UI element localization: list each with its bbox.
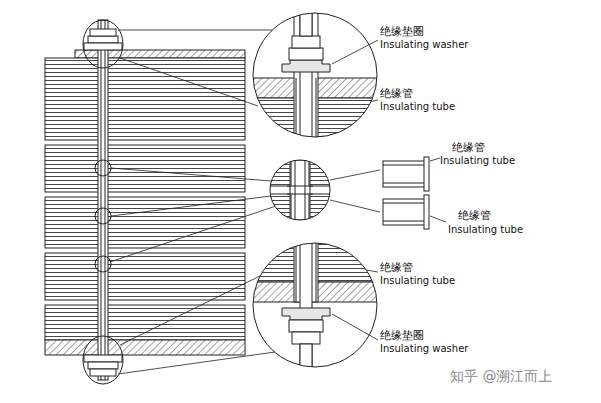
watermark: 知乎 @溯江而上 <box>450 368 552 384</box>
middle-detail <box>270 160 330 220</box>
top-detail <box>250 0 380 145</box>
part-name-zh: 绝缘管 <box>458 210 491 223</box>
part-name-zh: 绝缘垫圈 <box>380 330 424 343</box>
part-name-zh: 绝缘垫圈 <box>380 26 424 39</box>
part-name-zh: 绝缘管 <box>452 142 485 155</box>
stack-side-view <box>45 20 245 384</box>
part-name-en: Insulating tube <box>380 275 455 287</box>
part-name-zh: 绝缘管 <box>380 262 413 275</box>
part-name-en: Insulating tube <box>448 224 523 236</box>
leader-lines <box>110 30 446 374</box>
part-name-en: Insulating washer <box>380 39 468 51</box>
part-name-zh: 绝缘管 <box>380 88 413 101</box>
part-name-en: Insulating tube <box>440 155 515 167</box>
part-name-en: Insulating washer <box>380 343 468 355</box>
part-name-en: Insulating tube <box>380 101 455 113</box>
insulating-tube-views <box>383 157 429 229</box>
bottom-detail <box>250 238 380 378</box>
